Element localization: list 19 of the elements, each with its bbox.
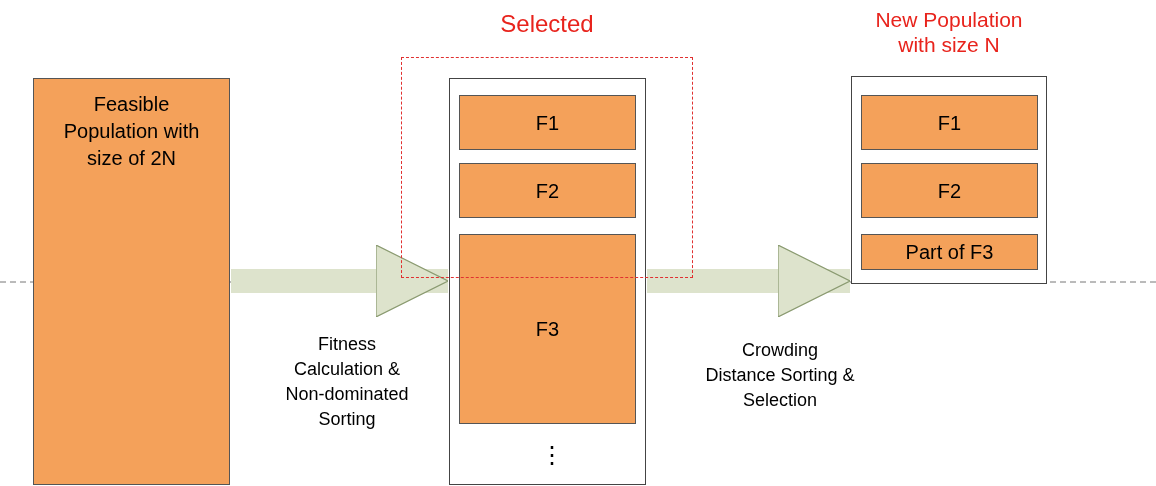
heading: New Population with size N — [874, 7, 1024, 57]
population-box — [861, 234, 1038, 270]
population-box — [861, 163, 1038, 218]
population-box — [459, 234, 636, 424]
box-label: F2 — [534, 179, 561, 202]
block-arrow — [647, 244, 851, 318]
block-arrow — [231, 244, 449, 318]
box-label: F2 — [936, 179, 963, 202]
box-label: F1 — [936, 111, 963, 134]
population-box — [861, 95, 1038, 150]
population-box — [459, 163, 636, 218]
population-box — [459, 95, 636, 150]
heading: Selected — [499, 11, 595, 36]
box-label: Feasible Population with size of 2N — [62, 92, 201, 171]
box-label: Part of F3 — [904, 240, 995, 264]
box-label: F3 — [534, 317, 561, 341]
continuation-mark: ⋮ — [540, 441, 564, 469]
population-box — [33, 78, 230, 485]
box-label: F1 — [534, 111, 561, 134]
